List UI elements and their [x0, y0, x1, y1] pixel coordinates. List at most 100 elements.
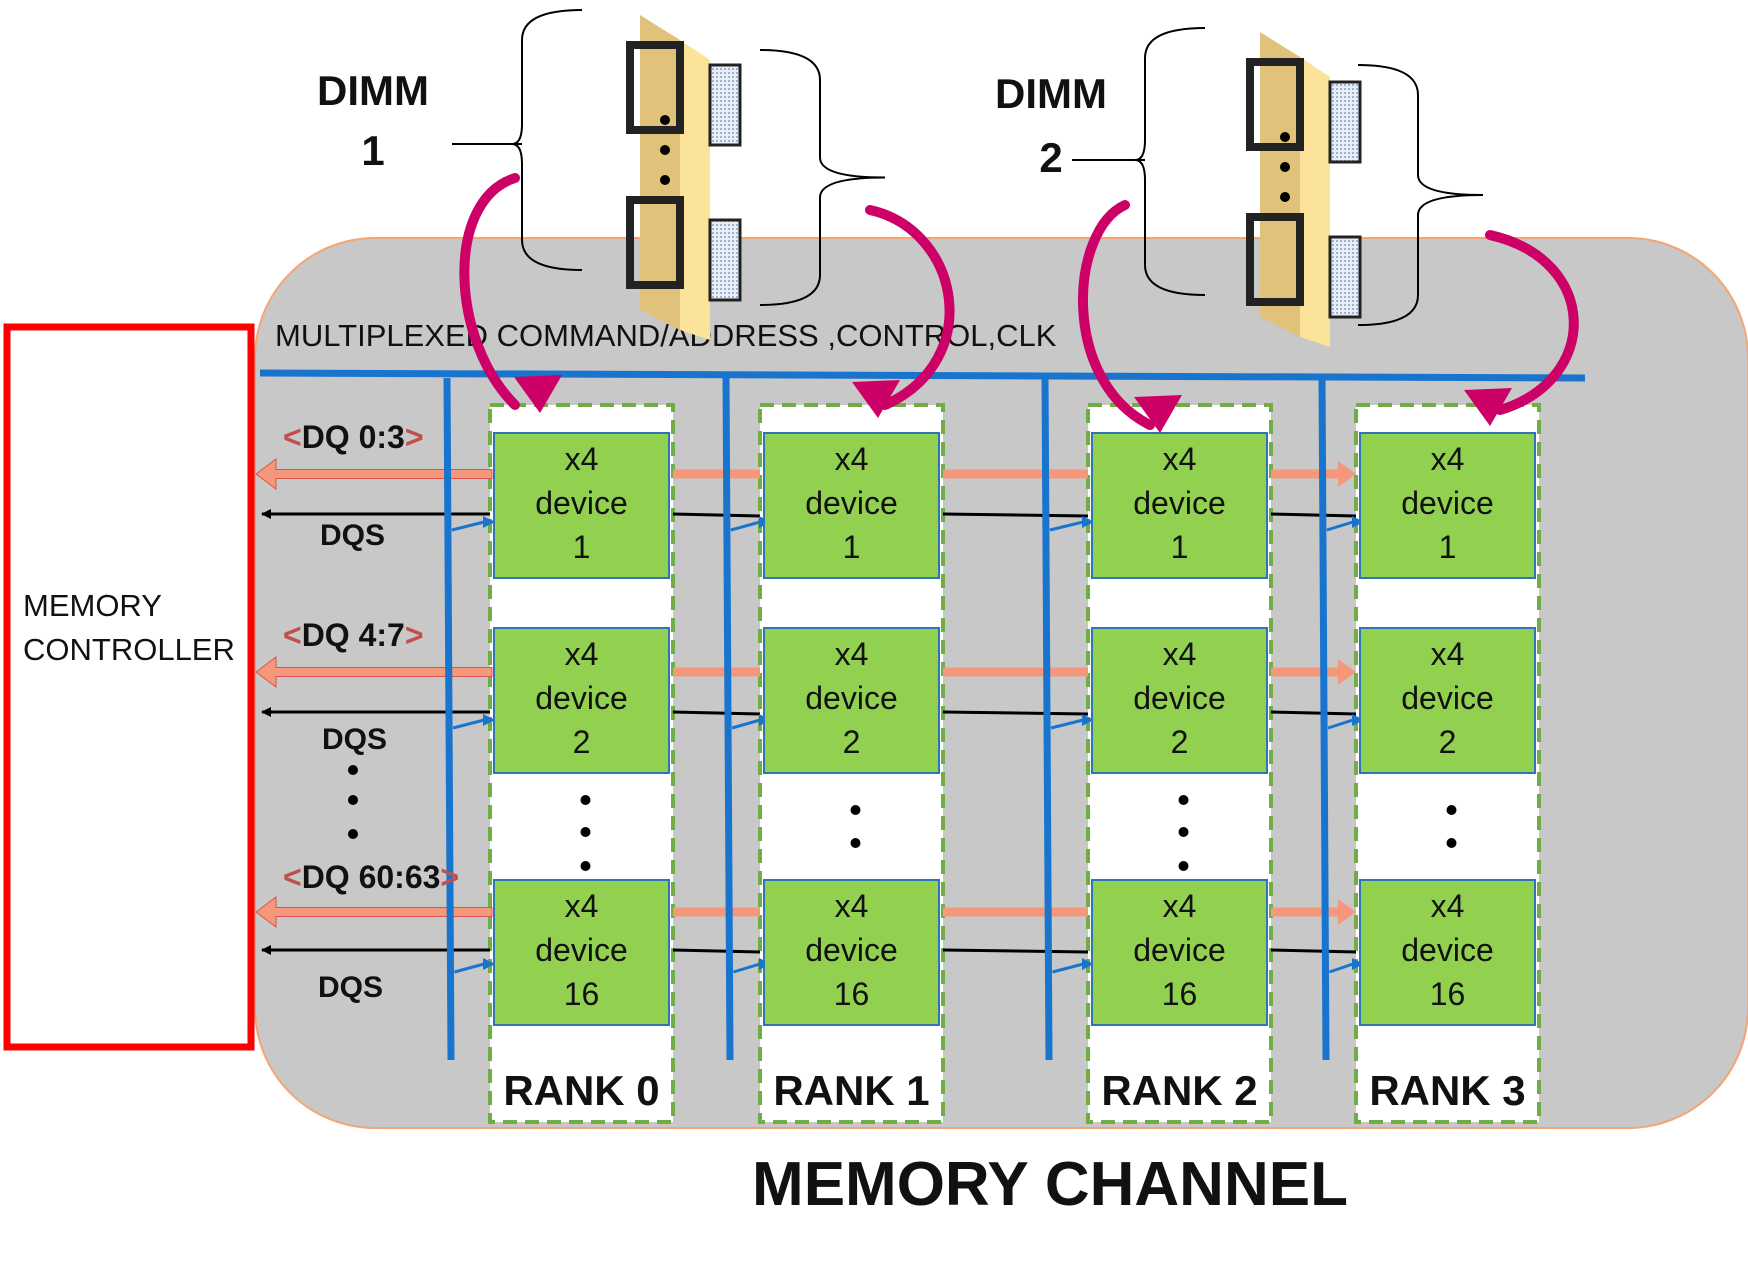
device-label-line2: device — [1401, 485, 1494, 521]
dimm-to-rank-arrowhead — [1134, 395, 1182, 433]
dimm-chip-back — [708, 218, 742, 302]
dimm-ellipsis-dot — [1280, 132, 1290, 142]
device-label-line2: device — [1133, 932, 1226, 968]
device-box — [1359, 432, 1536, 579]
device-label-line3: 1 — [1439, 529, 1457, 565]
device-box — [763, 627, 940, 774]
device-label-line1: x4 — [565, 888, 599, 924]
device-box — [763, 879, 940, 1026]
dq-group-label-2: <DQ 60:63> — [283, 859, 459, 895]
device-label-line3: 2 — [1171, 724, 1189, 760]
dq-link-segment — [943, 667, 1088, 677]
dqs-lines — [261, 509, 1357, 955]
dq-group-label-1: <DQ 4:7> — [283, 617, 424, 653]
dq-link-segment — [1271, 899, 1356, 925]
device-label-line1: x4 — [1163, 441, 1197, 477]
dqs-link — [1270, 948, 1357, 954]
device-label-line3: 16 — [1162, 976, 1198, 1012]
device-label-line1: x4 — [1163, 888, 1197, 924]
dimm-brace-left — [1134, 27, 1206, 296]
device-label-line2: device — [805, 485, 898, 521]
dq-link-segment — [943, 907, 1088, 917]
rank-label-2: RANK 2 — [1101, 1067, 1257, 1114]
dqs-label-0: DQS — [320, 519, 385, 552]
dimm-board — [1300, 57, 1330, 347]
device-box — [493, 879, 670, 1026]
memory-controller-box — [3, 323, 255, 1051]
bus-drop-line-3 — [1318, 377, 1330, 1061]
dq-link-segment — [1271, 659, 1356, 685]
ellipsis-dot — [580, 827, 591, 837]
dimm-chip — [626, 41, 684, 134]
ellipsis-dot — [1178, 861, 1189, 871]
dq-ellipsis-dot — [348, 829, 358, 839]
dq-link-segment — [943, 469, 1088, 479]
dqs-link — [1270, 710, 1357, 716]
dimm-chip — [1246, 213, 1304, 306]
dimm-brace-right — [759, 49, 886, 306]
dq-link-segment — [673, 907, 760, 917]
dimm-ellipsis-dot — [660, 175, 670, 185]
dq-link-segment — [1271, 461, 1356, 487]
ellipsis-dot — [580, 861, 591, 871]
device-label-line2: device — [1133, 485, 1226, 521]
ellipsis-dot — [850, 805, 861, 815]
device-label-line3: 16 — [1430, 976, 1466, 1012]
dq-arrow-row-1 — [255, 656, 1356, 688]
device-label-line3: 1 — [573, 529, 591, 565]
dimm-to-rank-arrowhead — [852, 380, 900, 418]
device-rank2-1: x4 device 1 — [1091, 432, 1268, 579]
device-label-line3: 16 — [834, 976, 870, 1012]
dimm-ellipsis-dot — [1280, 192, 1290, 202]
rank-label-0: RANK 0 — [503, 1067, 659, 1114]
device-label-line3: 16 — [564, 976, 600, 1012]
dimm-label-line2: 2 — [1039, 134, 1062, 181]
dimm-label-line1: DIMM — [317, 67, 429, 114]
bus-drop-line-0 — [443, 377, 455, 1061]
rank-label-3: RANK 3 — [1369, 1067, 1525, 1114]
dimm-chip-back — [708, 63, 742, 147]
dqs-link — [672, 512, 761, 518]
device-box — [493, 432, 670, 579]
dimm-to-rank-arrowhead — [514, 375, 562, 413]
device-label-line3: 2 — [573, 724, 591, 760]
bus-drop-line-2 — [1041, 377, 1053, 1061]
ellipsis-dot — [1178, 827, 1189, 837]
device-label-line1: x4 — [1431, 636, 1465, 672]
dimm-ellipsis-dot — [1280, 162, 1290, 172]
device-box — [1091, 627, 1268, 774]
device-box — [1359, 627, 1536, 774]
dimm-label-line2: 1 — [361, 127, 384, 174]
bus-tap-arrow — [452, 714, 495, 730]
dimm-brace-left — [511, 9, 583, 271]
bus-tap-arrow — [1052, 958, 1094, 974]
device-label-line3: 1 — [1171, 529, 1189, 565]
ellipsis-dot — [580, 795, 591, 805]
dq-link-segment — [673, 667, 760, 677]
device-label-line2: device — [805, 932, 898, 968]
device-label-line2: device — [1133, 680, 1226, 716]
dqs-label-2: DQS — [318, 971, 383, 1004]
device-label-line1: x4 — [835, 888, 869, 924]
ellipsis-dot — [850, 838, 861, 848]
dq-ellipsis-dot — [348, 795, 358, 805]
dimm-board-side — [1260, 32, 1300, 337]
dqs-link — [942, 512, 1089, 518]
bus-drop-line-1 — [722, 377, 734, 1061]
dq-link-segment — [673, 469, 760, 479]
channel-title: MEMORY CHANNEL — [752, 1150, 1348, 1219]
memory-controller-label-line2: CONTROLLER — [23, 632, 235, 667]
device-box — [1091, 432, 1268, 579]
device-label-line1: x4 — [835, 636, 869, 672]
dq-labels: <DQ 0:3>DQS<DQ 4:7>DQS<DQ 60:63>DQS — [283, 419, 459, 1004]
dimm-to-rank-arrow-1 — [865, 205, 955, 410]
